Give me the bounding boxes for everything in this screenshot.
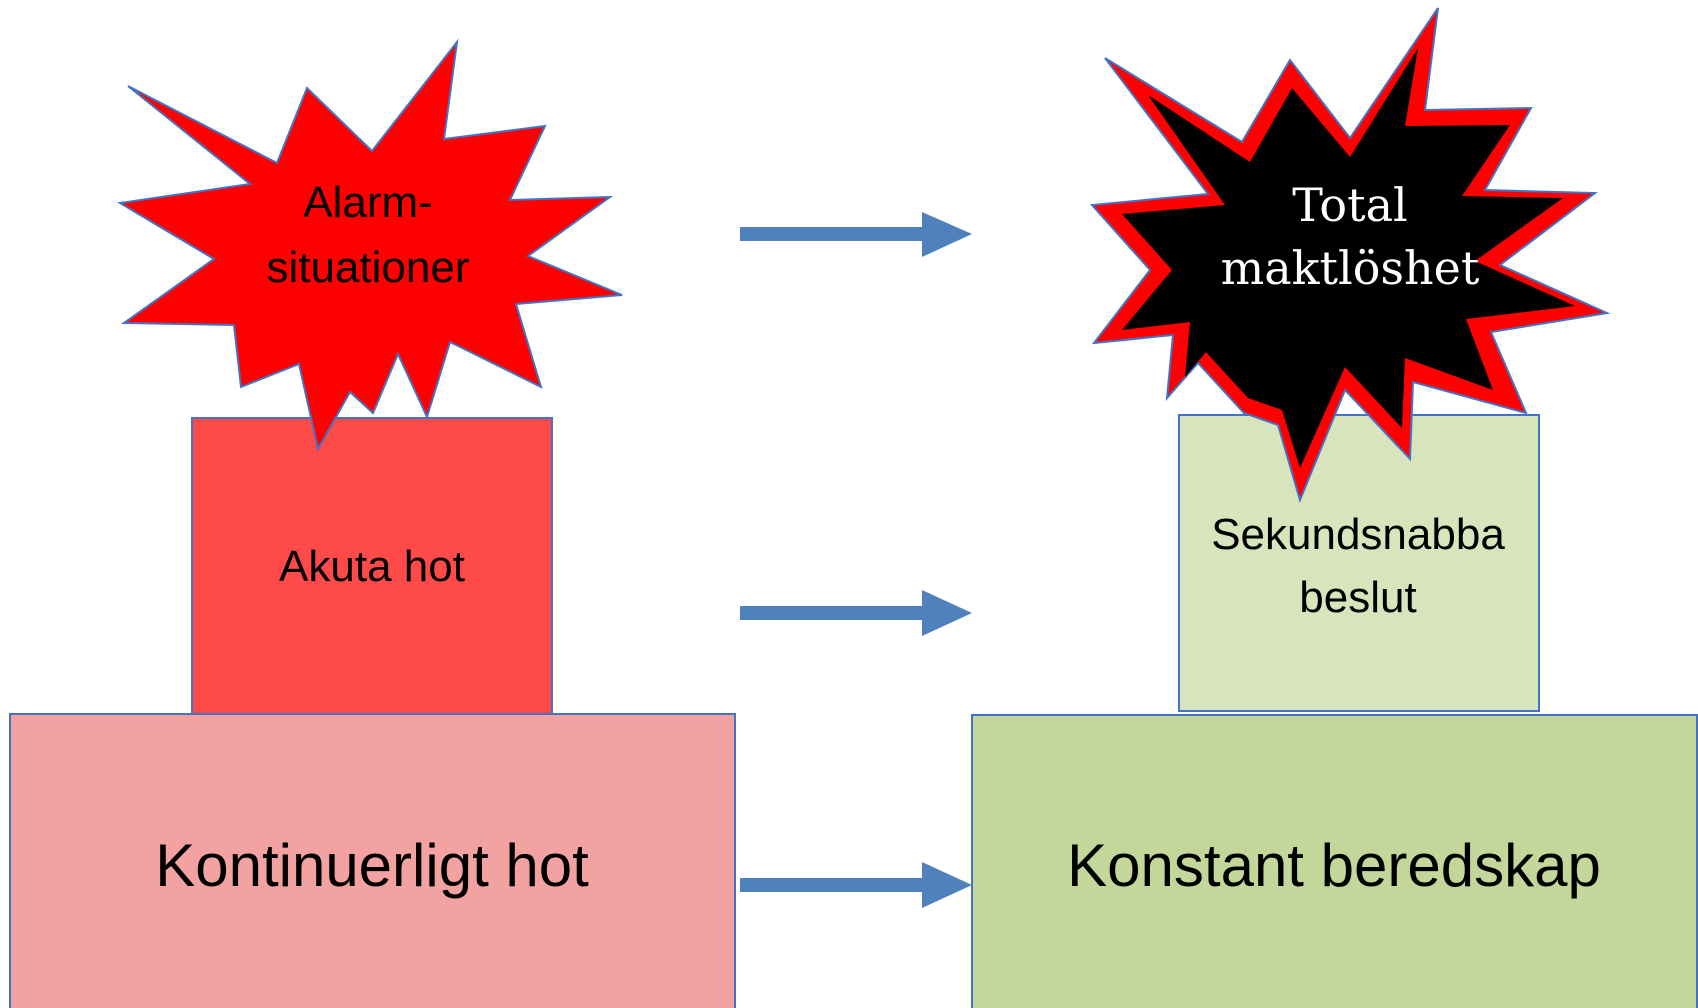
quick-decisions-line-2: beslut — [1299, 573, 1416, 622]
constant-readiness-label: Konstant beredskap — [1067, 832, 1601, 899]
quick-decisions-box — [1178, 414, 1540, 712]
alarm-burst-line-1: Alarm- — [303, 178, 433, 227]
quick-decisions-line-1: Sekundsnabba — [1211, 510, 1505, 559]
powerlessness-burst — [1089, 7, 1611, 504]
constant-readiness-box — [971, 714, 1698, 1008]
alarm-burst-line-2: situationer — [266, 243, 469, 292]
powerlessness-line-1: Total — [1292, 178, 1407, 232]
arrow-middle-shaft — [740, 606, 925, 620]
arrow-bottom — [740, 862, 972, 908]
arrow-middle — [740, 590, 972, 636]
acute-threat-label: Akuta hot — [279, 542, 465, 591]
arrow-bottom-shaft — [740, 878, 925, 892]
acute-threat-box — [191, 417, 553, 715]
arrow-middle-head — [922, 590, 972, 636]
arrow-top-head — [922, 212, 972, 257]
arrow-bottom-head — [922, 862, 972, 908]
continuous-threat-label: Kontinuerligt hot — [155, 832, 589, 899]
arrow-top-shaft — [740, 227, 925, 241]
powerlessness-burst-shape — [1122, 48, 1575, 468]
alarm-burst-shape — [117, 38, 623, 452]
continuous-threat-box — [9, 713, 736, 1008]
powerlessness-line-2: maktlöshet — [1221, 241, 1480, 295]
arrow-top — [740, 212, 972, 257]
